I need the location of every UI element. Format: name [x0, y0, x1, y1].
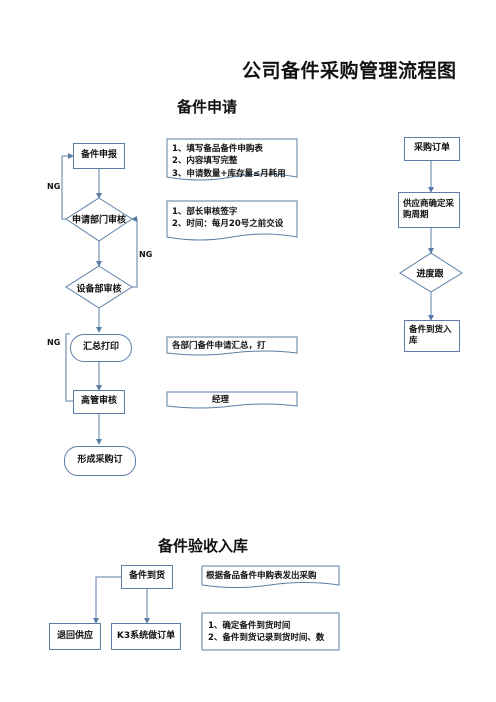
note-issue-po: 根据备品备件申购表发出采购	[206, 571, 317, 581]
step-dept-review: 申请部门审核	[71, 215, 127, 226]
step-equip-review: 设备部审核	[76, 284, 122, 295]
step-tracking: 进度跟	[416, 269, 444, 280]
ng-label-3: NG	[47, 338, 61, 347]
note-review-line: 2、时间：每月20号之前交设	[172, 219, 284, 230]
note-apply-line: 2、内容填写完整	[172, 156, 238, 167]
step-exec-review: 高管审核	[73, 390, 125, 414]
note-arrival: 1、确定备件到货时间 2、备件到货记录到货时间、数	[208, 620, 324, 645]
step-arrival-stock: 备件到货入库	[404, 320, 460, 352]
note-arrival-line: 1、确定备件到货时间	[208, 621, 291, 631]
note-arrival-line: 2、备件到货记录到货时间、数	[208, 633, 325, 644]
note-exec: 经理	[212, 395, 230, 405]
step-print: 汇总打印	[70, 334, 132, 362]
section-title-request: 备件申请	[177, 98, 238, 116]
ng-label-1: NG	[47, 182, 61, 191]
note-review: 1、部长审核签字 2、时间：每月20号之前交设	[172, 206, 283, 231]
step-supplier-cycle: 供应商确定采购周期	[398, 192, 460, 228]
step-apply: 备件申报	[73, 143, 125, 169]
note-review-line: 1、部长审核签字	[172, 207, 238, 217]
note-apply-line: 3、申请数量+库存量≤月耗用	[172, 168, 286, 179]
step-return-supplier: 退回供应	[49, 623, 101, 650]
step-goods-arrival: 备件到货	[121, 565, 173, 589]
step-k3-order: K3系统做订单	[111, 623, 181, 650]
step-po: 采购订单	[404, 137, 460, 161]
note-apply-line: 1、填写备品备件申购表	[172, 144, 263, 154]
step-purchase-order: 形成采购订	[64, 446, 136, 476]
section-title-acceptance: 备件验收入库	[158, 537, 249, 555]
ng-label-2: NG	[139, 250, 153, 259]
note-print: 各部门备件申请汇总，打	[172, 341, 266, 351]
note-apply: 1、填写备品备件申购表 2、内容填写完整 3、申请数量+库存量≤月耗用	[172, 143, 286, 180]
page-title: 公司备件采购管理流程图	[242, 60, 457, 82]
